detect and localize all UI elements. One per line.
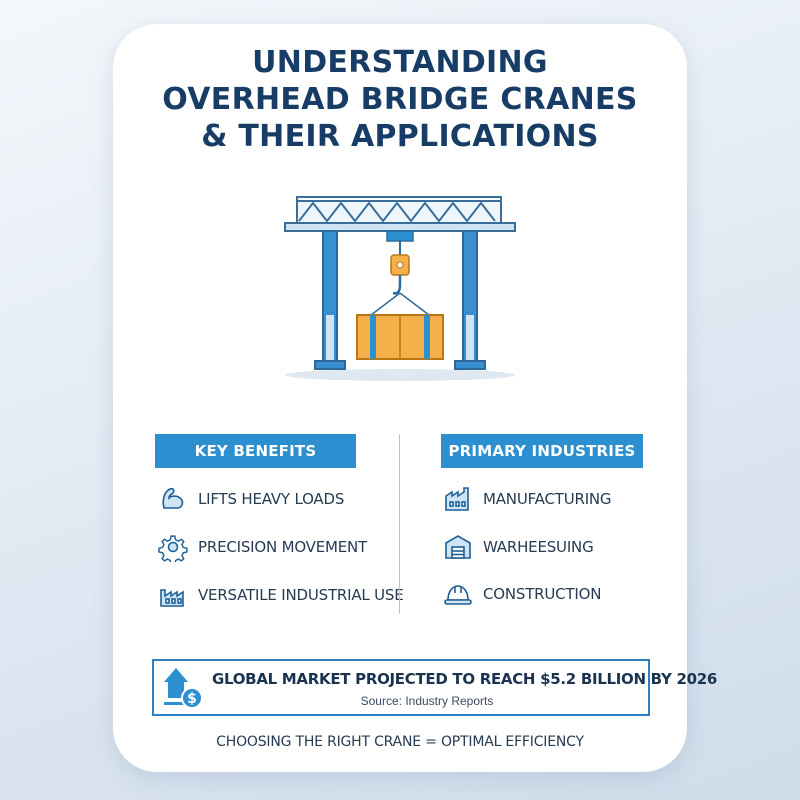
benefit-item: PRECISION MOVEMENT (158, 532, 367, 562)
factory-icon (160, 589, 184, 607)
truss-girder (284, 196, 516, 232)
industry-label: CONSTRUCTION (483, 585, 602, 603)
industry-item: WARHEESUING (443, 532, 594, 562)
tagline: CHOOSING THE RIGHT CRANE = OPTIMAL EFFIC… (216, 734, 584, 750)
left-leg (314, 230, 346, 370)
title-line-1: UNDERSTANDING (252, 45, 548, 80)
load-crate (356, 314, 444, 360)
warehouse-icon (445, 535, 471, 559)
primary-industries-heading: PRIMARY INDUSTRIES (441, 434, 643, 468)
hard-hat-icon (444, 585, 472, 605)
industry-item: MANUFACTURING (443, 484, 612, 514)
growth-dollar-icon: $ (164, 668, 203, 709)
flexed-arm-icon (162, 487, 184, 509)
market-headline: GLOBAL MARKET PROJECTED TO REACH $5.2 BI… (212, 670, 718, 688)
right-leg (454, 230, 486, 370)
column-divider (399, 434, 400, 614)
benefit-label: VERSATILE INDUSTRIAL USE (198, 586, 404, 604)
ground-shadow (285, 369, 515, 381)
industry-label: MANUFACTURING (483, 490, 612, 508)
trolley-hoist (386, 230, 414, 295)
infographic-card (113, 24, 687, 772)
market-projection-box: $ GLOBAL MARKET PROJECTED TO REACH $5.2 … (152, 659, 718, 716)
key-benefits-heading: KEY BENEFITS (155, 434, 356, 468)
title-line-3: & THEIR APPLICATIONS (201, 119, 599, 154)
industry-label: WARHEESUING (483, 538, 594, 556)
benefit-item: VERSATILE INDUSTRIAL USE (158, 580, 404, 610)
gear-icon (158, 535, 188, 562)
title-line-2: OVERHEAD BRIDGE CRANES (162, 82, 638, 117)
benefit-label: LIFTS HEAVY LOADS (198, 490, 345, 508)
overhead-crane-illustration (284, 196, 516, 381)
benefit-label: PRECISION MOVEMENT (198, 538, 368, 556)
benefit-item: LIFTS HEAVY LOADS (158, 484, 344, 514)
factory-icon (445, 487, 469, 511)
lifting-chains (370, 292, 430, 316)
industry-item: CONSTRUCTION (443, 579, 601, 609)
page-title: UNDERSTANDING OVERHEAD BRIDGE CRANES & T… (0, 44, 800, 155)
svg-text:$: $ (187, 691, 197, 707)
market-source: Source: Industry Reports (360, 694, 494, 708)
